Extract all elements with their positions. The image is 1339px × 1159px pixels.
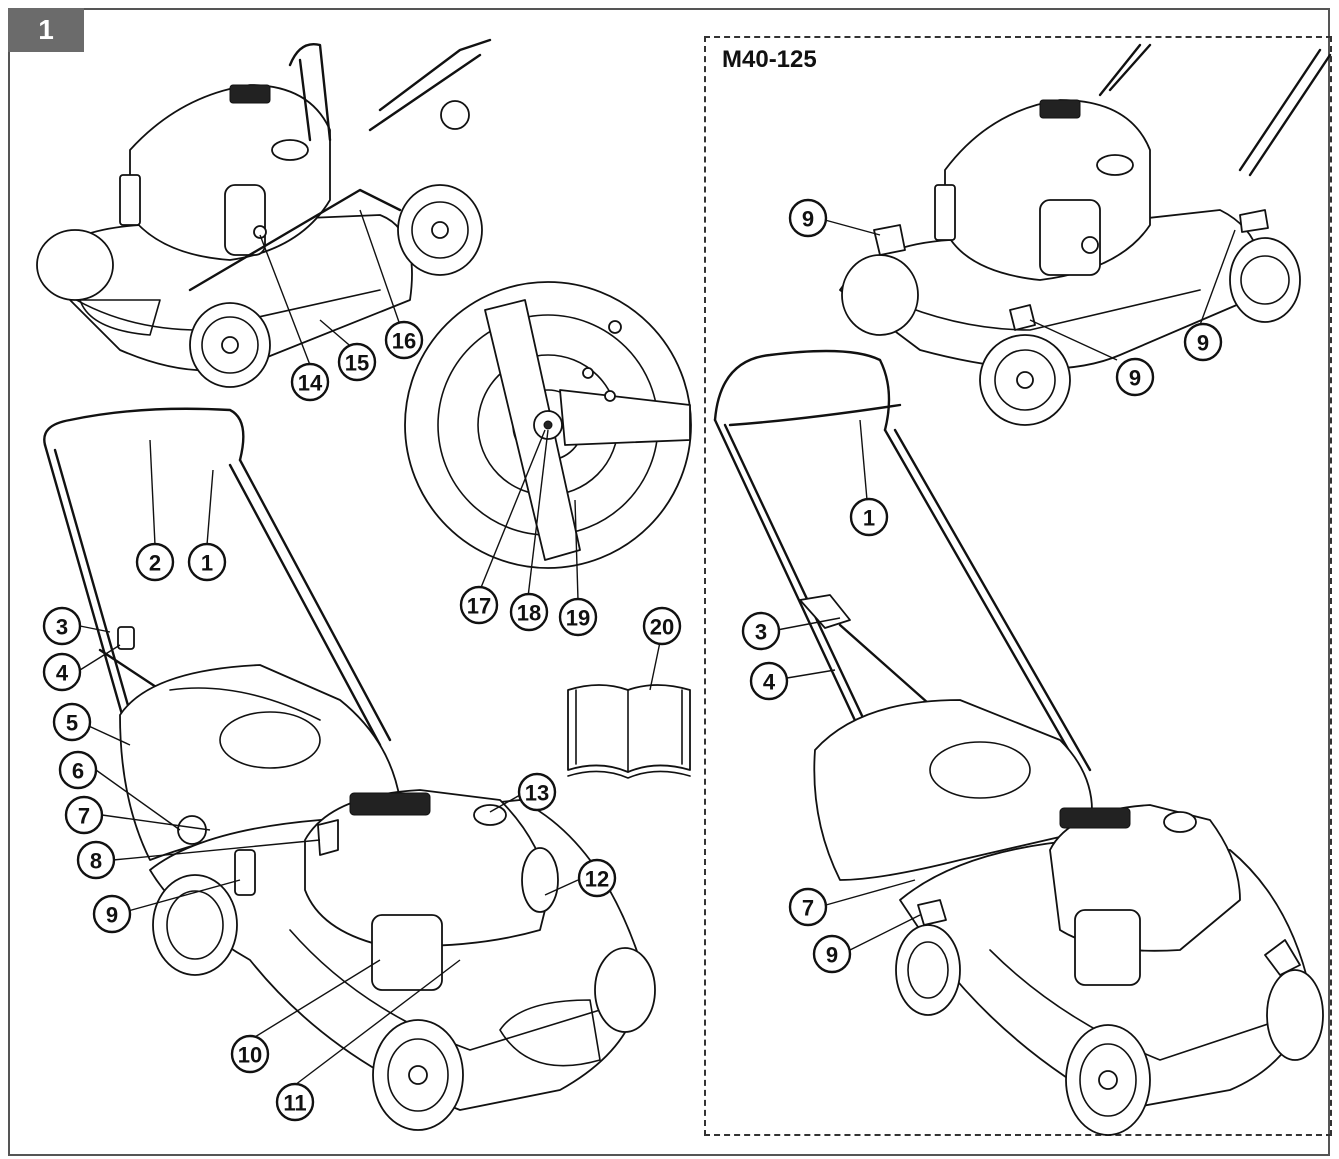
mower-top-view-left <box>36 38 492 388</box>
manual-book-icon <box>567 684 691 779</box>
right-callout-label: 9 <box>802 207 814 232</box>
left-callout-label: 1 <box>201 551 213 576</box>
left-callout-label: 17 <box>467 594 491 619</box>
right-callout-label: 1 <box>863 506 875 531</box>
left-callout-6: 6 <box>58 750 98 790</box>
left-callout-label: 18 <box>517 601 541 626</box>
left-callout-9: 9 <box>92 894 132 934</box>
left-callout-19: 19 <box>558 597 598 637</box>
left-callout-label: 4 <box>56 661 69 686</box>
left-callout-label: 7 <box>78 804 90 829</box>
right-callout-label: 4 <box>763 670 776 695</box>
left-callout-5: 5 <box>52 702 92 742</box>
mower-perspective-left <box>43 407 656 1131</box>
left-callout-3: 3 <box>42 606 82 646</box>
left-callout-label: 9 <box>106 903 118 928</box>
left-callout-label: 2 <box>149 551 161 576</box>
left-callout-label: 20 <box>650 615 674 640</box>
right-callout-9: 9 <box>788 198 828 238</box>
left-callout-10: 10 <box>230 1034 270 1074</box>
mower-top-view-right <box>839 43 1332 426</box>
left-callout-4: 4 <box>42 652 82 692</box>
right-callout-1: 1 <box>849 497 889 537</box>
right-callout-4: 4 <box>749 661 789 701</box>
left-callout-20: 20 <box>642 606 682 646</box>
left-callout-1: 1 <box>187 542 227 582</box>
left-callout-16: 16 <box>384 320 424 360</box>
right-callout-label: 9 <box>826 943 838 968</box>
left-callout-13: 13 <box>517 772 557 812</box>
right-callout-label: 9 <box>1197 331 1209 356</box>
right-callout-9: 9 <box>1115 357 1155 397</box>
right-callout-7: 7 <box>788 887 828 927</box>
left-callout-label: 8 <box>90 849 102 874</box>
model-label: M40-125 <box>722 46 817 73</box>
left-callout-8: 8 <box>76 840 116 880</box>
left-callout-18: 18 <box>509 592 549 632</box>
right-callout-label: 9 <box>1129 366 1141 391</box>
left-callout-14: 14 <box>290 362 330 402</box>
figure-frame <box>8 8 1330 1156</box>
left-callout-label: 15 <box>345 351 369 376</box>
left-callout-label: 6 <box>72 759 84 784</box>
right-callout-3: 3 <box>741 611 781 651</box>
model-variant-box <box>704 36 1332 1136</box>
figure-number-badge: 1 <box>8 8 84 52</box>
left-callout-label: 13 <box>525 781 549 806</box>
left-callout-2: 2 <box>135 542 175 582</box>
left-callout-label: 3 <box>56 615 68 640</box>
left-callout-15: 15 <box>337 342 377 382</box>
left-callout-11: 11 <box>275 1082 315 1122</box>
left-callout-17: 17 <box>459 585 499 625</box>
left-callout-label: 16 <box>392 329 416 354</box>
leader-lines <box>79 209 1236 1086</box>
left-callout-label: 14 <box>298 371 323 396</box>
left-callout-label: 12 <box>585 867 609 892</box>
left-callout-12: 12 <box>577 858 617 898</box>
left-callout-7: 7 <box>64 795 104 835</box>
right-callout-9: 9 <box>812 934 852 974</box>
left-callout-label: 19 <box>566 606 590 631</box>
right-callout-label: 3 <box>755 620 767 645</box>
right-callout-label: 7 <box>802 896 814 921</box>
mower-perspective-right <box>713 349 1324 1136</box>
left-callout-label: 10 <box>238 1043 262 1068</box>
left-callout-label: 11 <box>283 1091 306 1116</box>
blade-detail <box>404 281 692 569</box>
left-callout-label: 5 <box>66 711 78 736</box>
right-callout-9: 9 <box>1183 322 1223 362</box>
